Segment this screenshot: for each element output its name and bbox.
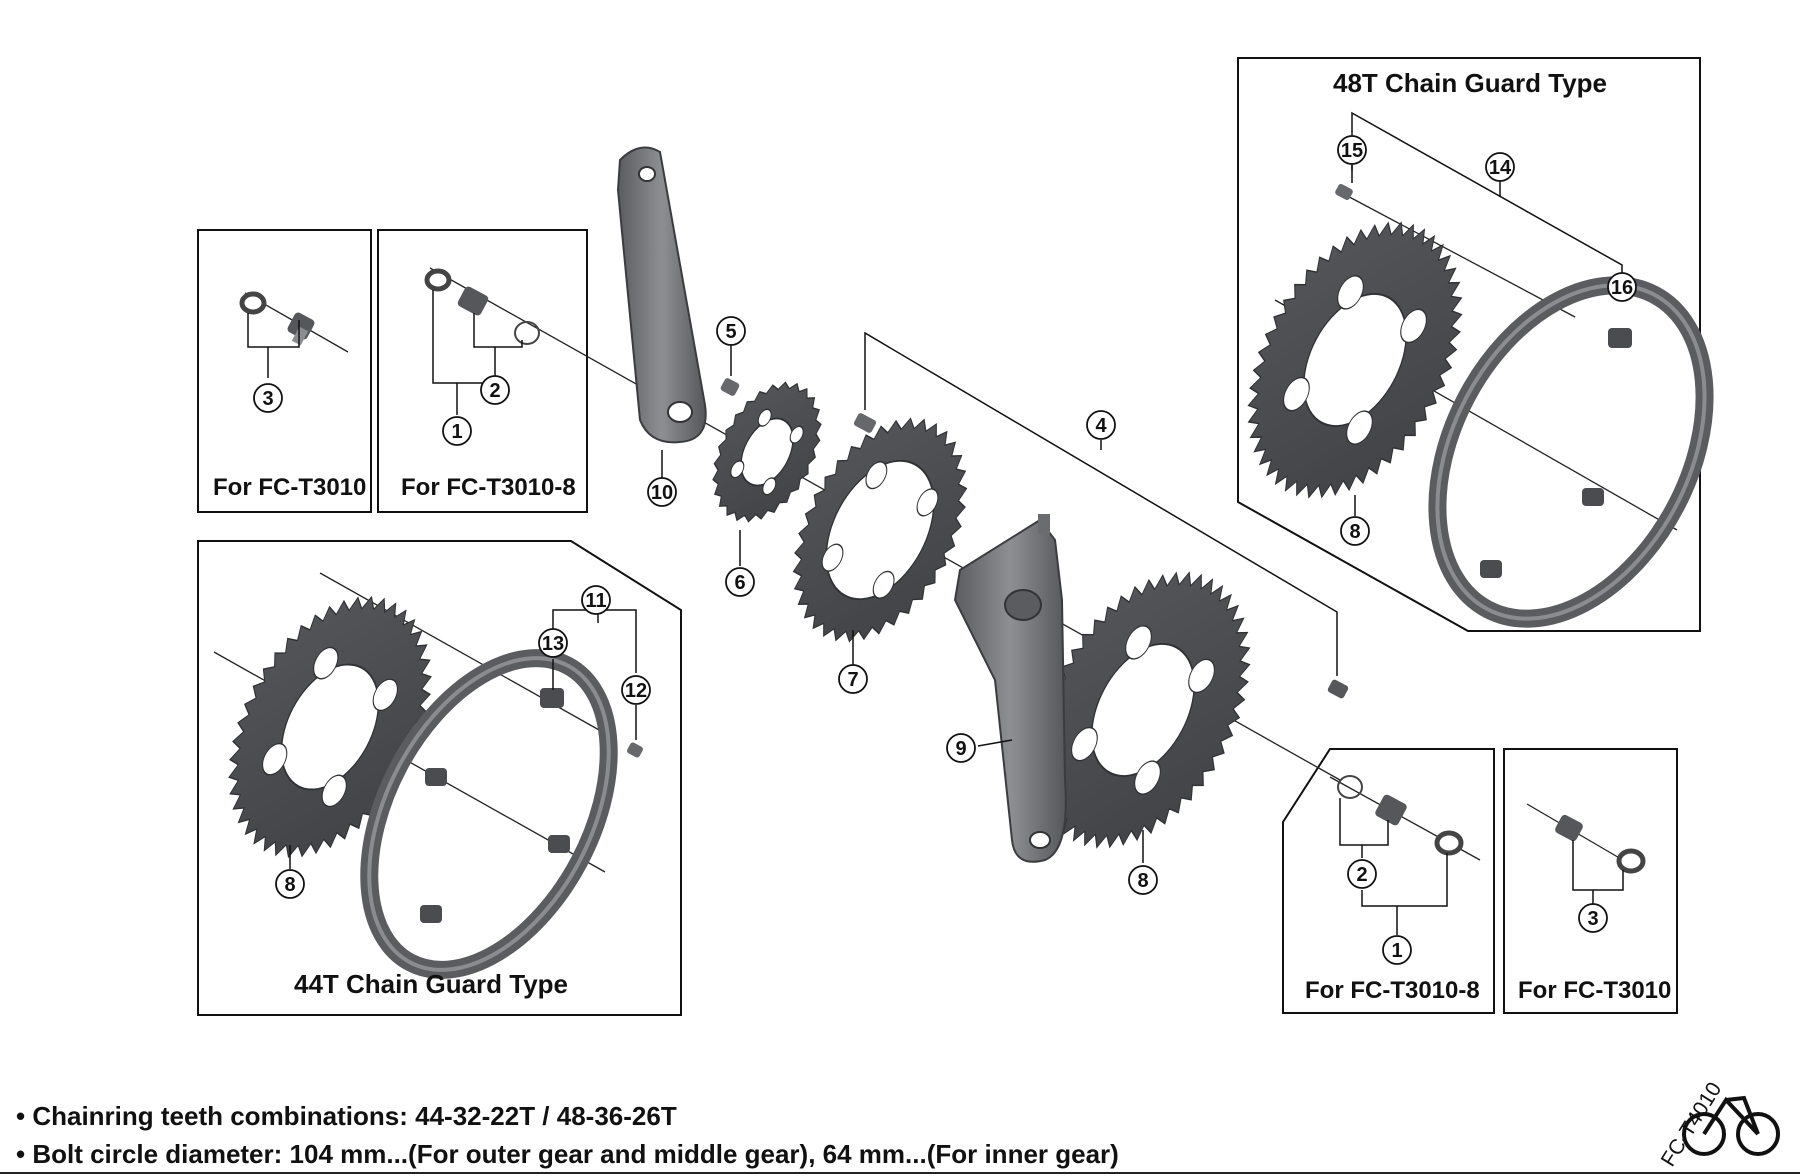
note-bolt-circle-diameter: • Bolt circle diameter: 104 mm...(For ou…	[16, 1139, 1119, 1169]
callout-c16: 16	[1607, 272, 1637, 302]
left-crank-arm	[616, 146, 707, 444]
bicycle-logo	[1682, 1095, 1780, 1156]
callout-number: 8	[284, 874, 295, 896]
callout-c10: 10	[647, 477, 677, 507]
bottom-rule	[0, 1172, 1800, 1174]
chainring-nut-4	[1327, 679, 1349, 699]
callout-number: 8	[1137, 870, 1148, 892]
callout-c14: 14	[1485, 152, 1515, 182]
box-fc-t3010-8-right	[1282, 748, 1495, 1014]
callout-number: 5	[725, 321, 736, 343]
callout-number: 15	[1341, 140, 1363, 162]
label-for-fc-t3010-right: For FC-T3010	[1518, 977, 1671, 1004]
callout-c7: 7	[838, 664, 868, 694]
callout-number: 10	[651, 482, 673, 504]
label-for-fc-t3010-8-left: For FC-T3010-8	[401, 474, 576, 501]
callout-c2a: 2	[480, 375, 510, 405]
callout-number: 7	[847, 669, 858, 691]
label-for-fc-t3010-8-right: For FC-T3010-8	[1305, 977, 1480, 1004]
callout-c6: 6	[725, 567, 755, 597]
chain-guard-48t	[1428, 276, 1714, 628]
callout-number: 3	[1587, 908, 1598, 930]
callout-c4: 4	[1086, 410, 1116, 440]
fixing-bolt-parts-right-8	[1337, 775, 1464, 856]
callout-c12: 12	[621, 675, 651, 705]
right-crank-arm	[953, 514, 1067, 863]
chainring-26t-inner	[712, 381, 822, 523]
callout-number: 11	[585, 590, 606, 612]
callout-c5: 5	[716, 316, 746, 346]
label-for-fc-t3010-left: For FC-T3010	[213, 474, 366, 501]
note-chainring-teeth: • Chainring teeth combinations: 44-32-22…	[16, 1101, 677, 1131]
chainring-bolt-4-small	[853, 413, 877, 433]
box-fc-t3010-left	[197, 229, 372, 513]
callout-number: 12	[625, 680, 647, 702]
callout-number: 3	[262, 388, 273, 410]
label-48t-chain-guard-type: 48T Chain Guard Type	[1333, 68, 1607, 98]
chainring-48t-right	[1247, 221, 1463, 499]
callout-c3a: 3	[253, 383, 283, 413]
callout-number: 2	[1356, 864, 1367, 886]
fixing-bolt-parts-right	[1555, 814, 1646, 874]
callout-number: 1	[1391, 940, 1402, 962]
callout-c9: 9	[946, 733, 976, 763]
box-44t-chain-guard	[197, 540, 682, 1016]
chainring-bolt-5	[720, 378, 740, 396]
callout-number: 8	[1349, 521, 1360, 543]
callout-c1b: 1	[1382, 935, 1412, 965]
chain-guard-bolt-15	[1335, 184, 1353, 200]
chain-guard-bolt-12	[627, 742, 643, 758]
callout-c8a: 8	[1128, 865, 1158, 895]
fixing-bolt-parts-left-8	[424, 268, 540, 345]
callout-number: 16	[1611, 277, 1633, 299]
box-fc-t3010-right	[1503, 748, 1678, 1014]
model-watermark: FC-T4010	[1657, 1078, 1727, 1170]
fixing-bolt-parts-left	[239, 291, 315, 346]
callout-c2b: 2	[1347, 859, 1377, 889]
chain-guard-44t	[360, 649, 618, 979]
callout-c3b: 3	[1578, 903, 1608, 933]
box-48t-chain-guard	[1237, 57, 1701, 632]
callout-number: 4	[1095, 415, 1107, 437]
callout-number: 6	[734, 572, 745, 594]
callout-number: 9	[955, 738, 966, 760]
callout-c15: 15	[1337, 135, 1367, 165]
callout-c1a: 1	[442, 416, 472, 446]
chainring-36t-middle	[792, 417, 968, 643]
callout-c8c: 8	[1340, 516, 1370, 546]
chainring-48t-outer-center	[1035, 571, 1251, 849]
callout-number: 14	[1489, 157, 1512, 179]
callout-c8b: 8	[275, 869, 305, 899]
callout-c11: 11	[581, 585, 611, 615]
callout-number: 1	[451, 421, 462, 443]
box-fc-t3010-8-left	[377, 229, 588, 513]
callout-number: 13	[542, 633, 564, 655]
label-44t-chain-guard-type: 44T Chain Guard Type	[294, 969, 568, 999]
callout-number: 2	[489, 380, 500, 402]
callout-c13: 13	[538, 628, 568, 658]
